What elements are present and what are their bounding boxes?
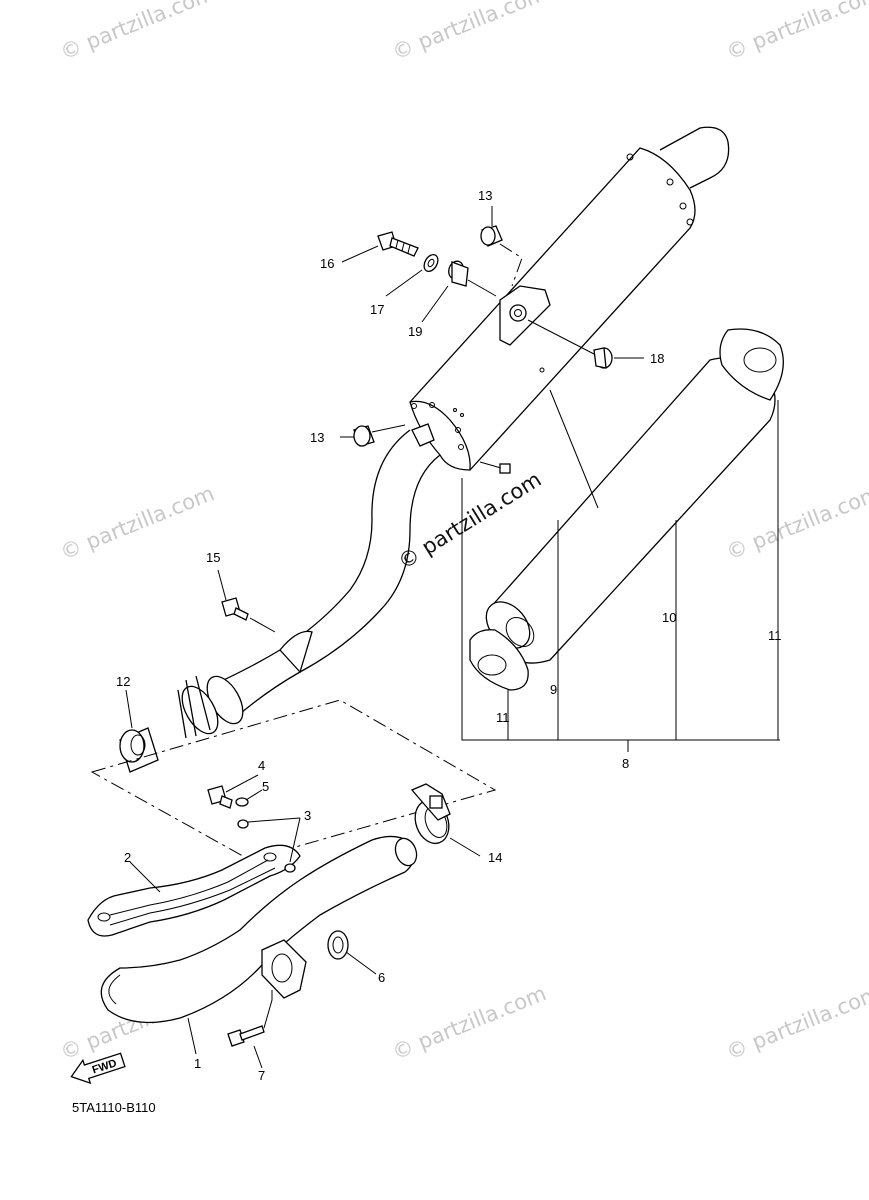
callout-14: 14 [488,850,502,865]
watermark: © partzilla.com [57,0,218,65]
hardware-parts [90,225,613,861]
watermark: © partzilla.com [723,0,869,65]
callout-labels: 1 2 3 4 5 6 7 8 9 10 11 11 12 13 13 14 1… [116,188,782,1083]
callout-11-left: 11 [496,710,510,725]
silencer-inner [461,328,784,752]
callout-10: 10 [662,610,676,625]
callout-6: 6 [378,970,385,985]
callout-5: 5 [262,779,269,794]
watermark: © partzilla.com [389,981,550,1065]
fwd-arrow-icon [70,1052,126,1085]
muffler-assembly [409,126,730,474]
callout-2: 2 [124,850,131,865]
callout-12: 12 [116,674,130,689]
callout-19: 19 [408,324,422,339]
watermark-center: © partzilla.com [394,467,546,574]
callout-1: 1 [194,1056,201,1071]
callout-18: 18 [650,351,664,366]
callout-17: 17 [370,302,384,317]
watermark: © partzilla.com [57,481,218,565]
callout-4: 4 [258,758,265,773]
callout-8: 8 [622,756,629,771]
callout-13-top: 13 [478,188,492,203]
callout-3: 3 [304,808,311,823]
callout-7: 7 [258,1068,265,1083]
callout-15: 15 [206,550,220,565]
watermark: © partzilla.com [389,0,550,65]
watermark: © partzilla.com [723,981,869,1065]
callout-9: 9 [550,682,557,697]
watermark: © partzilla.com [723,481,869,565]
exhaust-pipe-upper [177,423,441,739]
callout-16: 16 [320,256,334,271]
exhaust-pipe-lower [87,783,451,1047]
diagram-code: 5TA1110-B110 [72,1100,156,1115]
callout-11-right: 11 [768,628,782,643]
leader-lines [125,206,644,1069]
callout-13-lower: 13 [310,430,324,445]
